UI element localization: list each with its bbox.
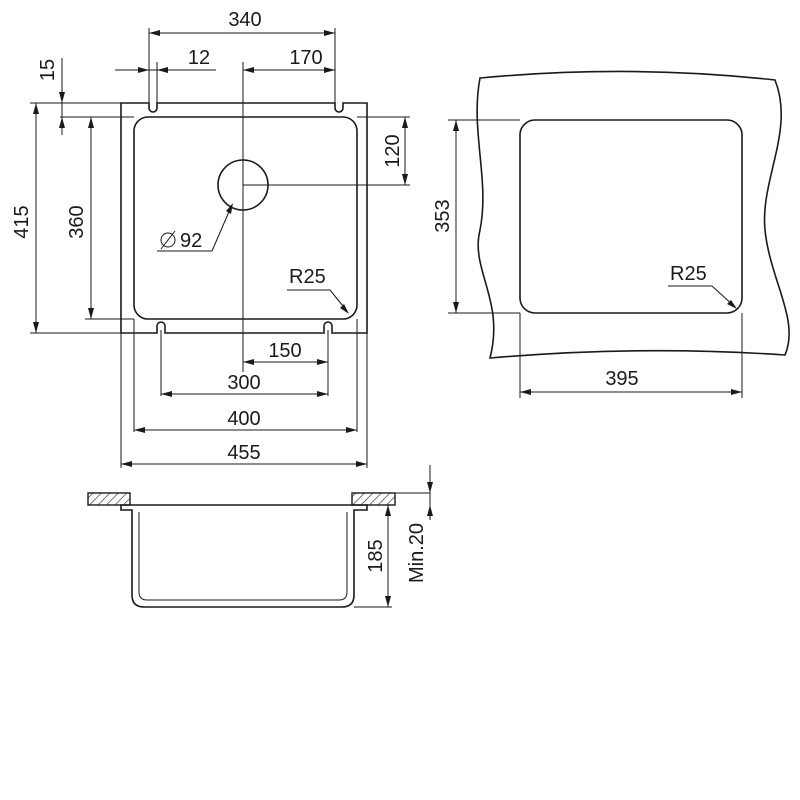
dimension-label-360: 360 [66,205,88,238]
cutout-outline [519,119,743,314]
dimension-400: 400 [134,408,357,433]
dimension-label-340: 340 [228,9,261,31]
dimension-label-12: 12 [188,47,210,69]
dimension-diameter-92: 92 [157,203,233,252]
dimension-min-20: Min.20 [406,465,433,583]
bowl-outline [133,116,358,320]
dimension-label-120: 120 [382,134,404,167]
dimension-label-15: 15 [37,59,59,81]
dimension-120: 120 [382,117,408,185]
dimension-bowl-radius: R25 [287,266,349,314]
dimension-label-300: 300 [227,372,260,394]
dimension-label-353: 353 [432,199,454,232]
dimension-185: 185 [365,505,391,607]
sink-section-inner [138,512,348,601]
dimension-340: 340 [149,9,335,36]
countertop-outline [476,70,790,359]
dimension-15: 15 [37,58,65,135]
diameter-symbol-icon [160,230,176,250]
dimension-label-diameter: 92 [180,230,202,252]
dimension-label-r25: R25 [289,266,326,288]
countertop-section-left [87,492,131,506]
dimension-360: 360 [66,117,94,319]
dimension-170: 170 [243,47,335,73]
dimension-455: 455 [121,442,367,467]
dimension-395: 395 [520,368,742,395]
dimension-label-415: 415 [11,205,33,238]
dimension-label-395: 395 [605,368,638,390]
dimension-label-cutout-r25: R25 [670,263,707,285]
dimension-150: 150 [243,340,328,365]
dimension-415: 415 [11,103,39,333]
sink-outer-outline [120,102,368,334]
cutout-view: 353 R25 395 [432,70,790,398]
dimension-12: 12 [115,47,216,73]
countertop-section-right [351,492,396,506]
dimension-label-455: 455 [227,442,260,464]
dimension-353: 353 [432,120,459,313]
dimension-300: 300 [161,372,328,397]
section-view: 185 Min.20 [87,465,433,608]
dimension-cutout-radius: R25 [668,263,737,309]
sink-section-outer [120,504,368,608]
dimension-label-150: 150 [268,340,301,362]
dimension-label-min-20: Min.20 [406,523,428,583]
top-view: 340 12 170 15 415 [11,9,410,468]
dimension-label-170: 170 [289,47,322,69]
dimension-label-185: 185 [365,539,387,572]
dimension-label-400: 400 [227,408,260,430]
